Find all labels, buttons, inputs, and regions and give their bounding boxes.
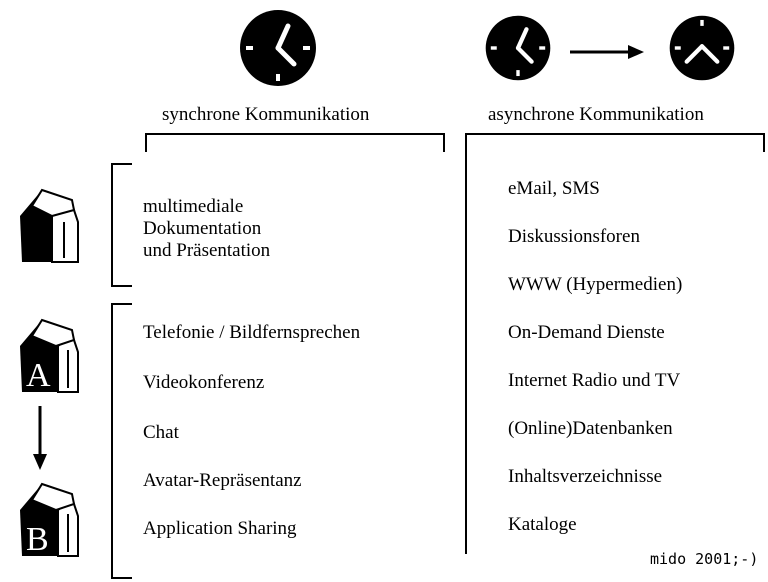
house-b-label: B [26, 521, 49, 558]
async-clock-start-icon [485, 15, 551, 81]
async-item: (Online)Datenbanken [508, 418, 673, 439]
house-a-label: A [26, 357, 51, 394]
async-header-bracket [465, 133, 765, 152]
async-divider-line [465, 134, 467, 554]
sync-top-item: multimediale [143, 196, 244, 217]
arrow-down-icon [33, 406, 47, 470]
sync-bottom-item: Chat [143, 422, 179, 443]
arrow-right-icon [570, 45, 644, 59]
sync-bottom-bracket [111, 303, 132, 579]
house-b-icon: B [20, 482, 79, 558]
house-a-icon: A [20, 318, 79, 394]
sync-top-item: und Präsentation [143, 240, 271, 261]
sync-bottom-item: Application Sharing [143, 518, 297, 539]
sync-top-item: Dokumentation [143, 218, 262, 239]
sync-header: synchrone Kommunikation [162, 104, 370, 125]
async-item: WWW (Hypermedien) [508, 274, 683, 295]
async-item: On-Demand Dienste [508, 322, 665, 343]
async-item: Diskussionsforen [508, 226, 640, 247]
async-item: Inhaltsverzeichnisse [508, 466, 663, 487]
async-header: asynchrone Kommunikation [488, 104, 704, 125]
house-icon [20, 188, 79, 263]
sync-bottom-item: Avatar-Repräsentanz [143, 470, 302, 491]
sync-bottom-item: Videokonferenz [143, 372, 265, 393]
async-item: eMail, SMS [508, 178, 600, 199]
sync-clock-icon [240, 10, 316, 86]
sync-bottom-item: Telefonie / Bildfernsprechen [143, 322, 361, 343]
async-item: Internet Radio und TV [508, 370, 681, 391]
async-item: Kataloge [508, 514, 577, 535]
sync-header-bracket [145, 133, 445, 152]
credit-text: mido 2001;-) [650, 550, 759, 568]
sync-top-bracket [111, 163, 132, 287]
async-clock-end-icon [669, 15, 735, 81]
